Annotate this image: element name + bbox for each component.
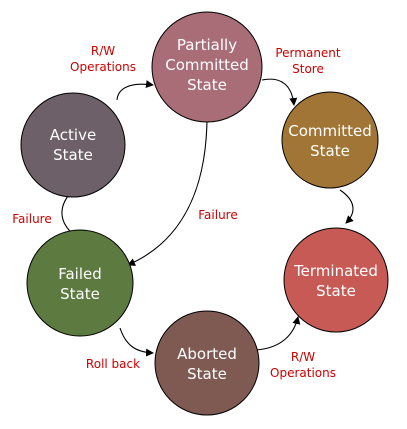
edge-aborted-to-terminated [255,316,301,351]
node-label-line: Partially [177,36,237,54]
edge-label-rw-operations-bottom: R/W Operations [270,350,336,380]
node-label-line: Terminated [293,262,378,280]
edge-label-line: Operations [70,60,136,74]
edge-label-failure-partial: Failure [198,208,237,222]
edge-label-rw-operations-top: R/W Operations [70,44,136,74]
node-label-line: Active [50,126,96,144]
state-node-failed: Failed State [26,229,134,337]
edge-label-line: Store [292,62,324,76]
edge-label-line: R/W [291,350,315,364]
edge-failed-to-aborted [119,327,154,357]
state-node-active: Active State [20,92,126,198]
node-label-line: State [53,146,93,164]
node-label-line: Committed [165,56,249,74]
edge-label-roll-back: Roll back [86,357,140,371]
state-node-terminated: Terminated State [283,227,389,333]
edge-label-permanent-store: Permanent Store [275,46,341,76]
edge-label-line: Permanent [275,46,341,60]
node-circle [154,310,260,416]
node-circle [283,227,389,333]
edge-committed-to-terminated [339,189,354,224]
node-label-line: Aborted [177,345,237,363]
node-label-line: Committed [288,122,372,140]
edge-active-to-partially-committed [116,80,154,101]
state-node-partially-committed: Partially Committed State [151,11,263,123]
node-label-line: State [187,365,227,383]
edge-label-failure-active: Failure [12,212,51,226]
node-circle [20,92,126,198]
state-node-aborted: Aborted State [154,310,260,416]
node-label-line: Failed [58,265,102,283]
state-node-committed: Committed State [281,91,379,189]
edge-partially-committed-to-failed [127,119,208,266]
node-circle [26,229,134,337]
edge-label-line: Operations [270,366,336,380]
edge-partially-committed-to-committed [261,78,298,106]
node-circle [151,11,263,123]
node-circle [281,91,379,189]
edge-label-line: R/W [91,44,115,58]
node-label-line: State [60,285,100,303]
node-label-line: State [187,76,227,94]
node-label-line: State [316,282,356,300]
node-label-line: State [310,142,350,160]
